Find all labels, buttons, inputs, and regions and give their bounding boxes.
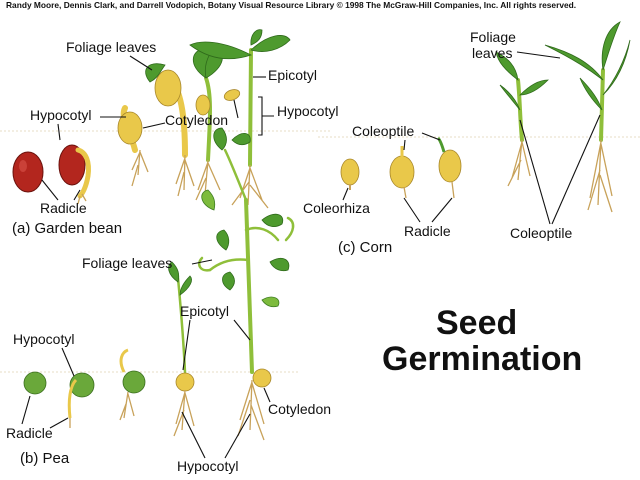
pea-stage-5-plant [198, 127, 295, 441]
bean-label-radicle: Radicle [40, 200, 87, 216]
corn-stage-5-plant [544, 21, 631, 213]
pea-label-hypocotyl-left: Hypocotyl [13, 331, 74, 347]
bean-stage-6-mature [189, 29, 291, 209]
corn-label-coleoptile-top: Coleoptile [352, 123, 414, 139]
bean-label-hypocotyl-right: Hypocotyl [277, 103, 338, 119]
pea-label-hypocotyl-bottom: Hypocotyl [177, 458, 238, 474]
corn-label-foliage-1: Foliage [470, 29, 516, 45]
pea-label-radicle: Radicle [6, 425, 53, 441]
bean-label-epicotyl: Epicotyl [268, 67, 317, 83]
corn-label-coleoptile-bottom: Coleoptile [510, 225, 572, 241]
bean-stage-2-seed-radicle [58, 144, 91, 205]
bean-stage-1-seed [12, 151, 44, 193]
corn-label-radicle: Radicle [404, 223, 451, 239]
corn-stage-3-kernel [436, 136, 462, 199]
corn-stage-2-kernel [389, 146, 415, 199]
pea-label-cotyledon: Cotyledon [268, 401, 331, 417]
bean-label-hypocotyl-left: Hypocotyl [30, 107, 91, 123]
pea-label-epicotyl: Epicotyl [180, 303, 229, 319]
pea-stage-1-seed [23, 371, 47, 395]
bean-stage-3-hook [117, 105, 149, 187]
pea-stage-2-seed-radicle [67, 372, 95, 428]
pea-stage-4-seedling [168, 261, 195, 437]
bean-stage-4-emerging [145, 63, 195, 197]
corn-caption: (c) Corn [338, 239, 392, 256]
corn-label-foliage-2: leaves [472, 45, 512, 61]
corn-stage-1-kernel [340, 158, 360, 190]
bean-label-cotyledon: Cotyledon [165, 112, 228, 128]
credit-line: Randy Moore, Dennis Clark, and Darrell V… [6, 0, 576, 10]
corn-label-coleorhiza: Coleorhiza [303, 200, 370, 216]
title-line-2: Germination [382, 340, 582, 378]
bean-caption: (a) Garden bean [12, 220, 122, 237]
pea-caption: (b) Pea [20, 450, 70, 467]
bean-label-foliage-leaves: Foliage leaves [66, 39, 156, 55]
pea-label-foliage-leaves: Foliage leaves [82, 255, 172, 271]
title-line-1: Seed [436, 304, 517, 342]
corn-stage-4-seedling [495, 51, 549, 187]
pea-stage-3-sprout [119, 348, 146, 421]
